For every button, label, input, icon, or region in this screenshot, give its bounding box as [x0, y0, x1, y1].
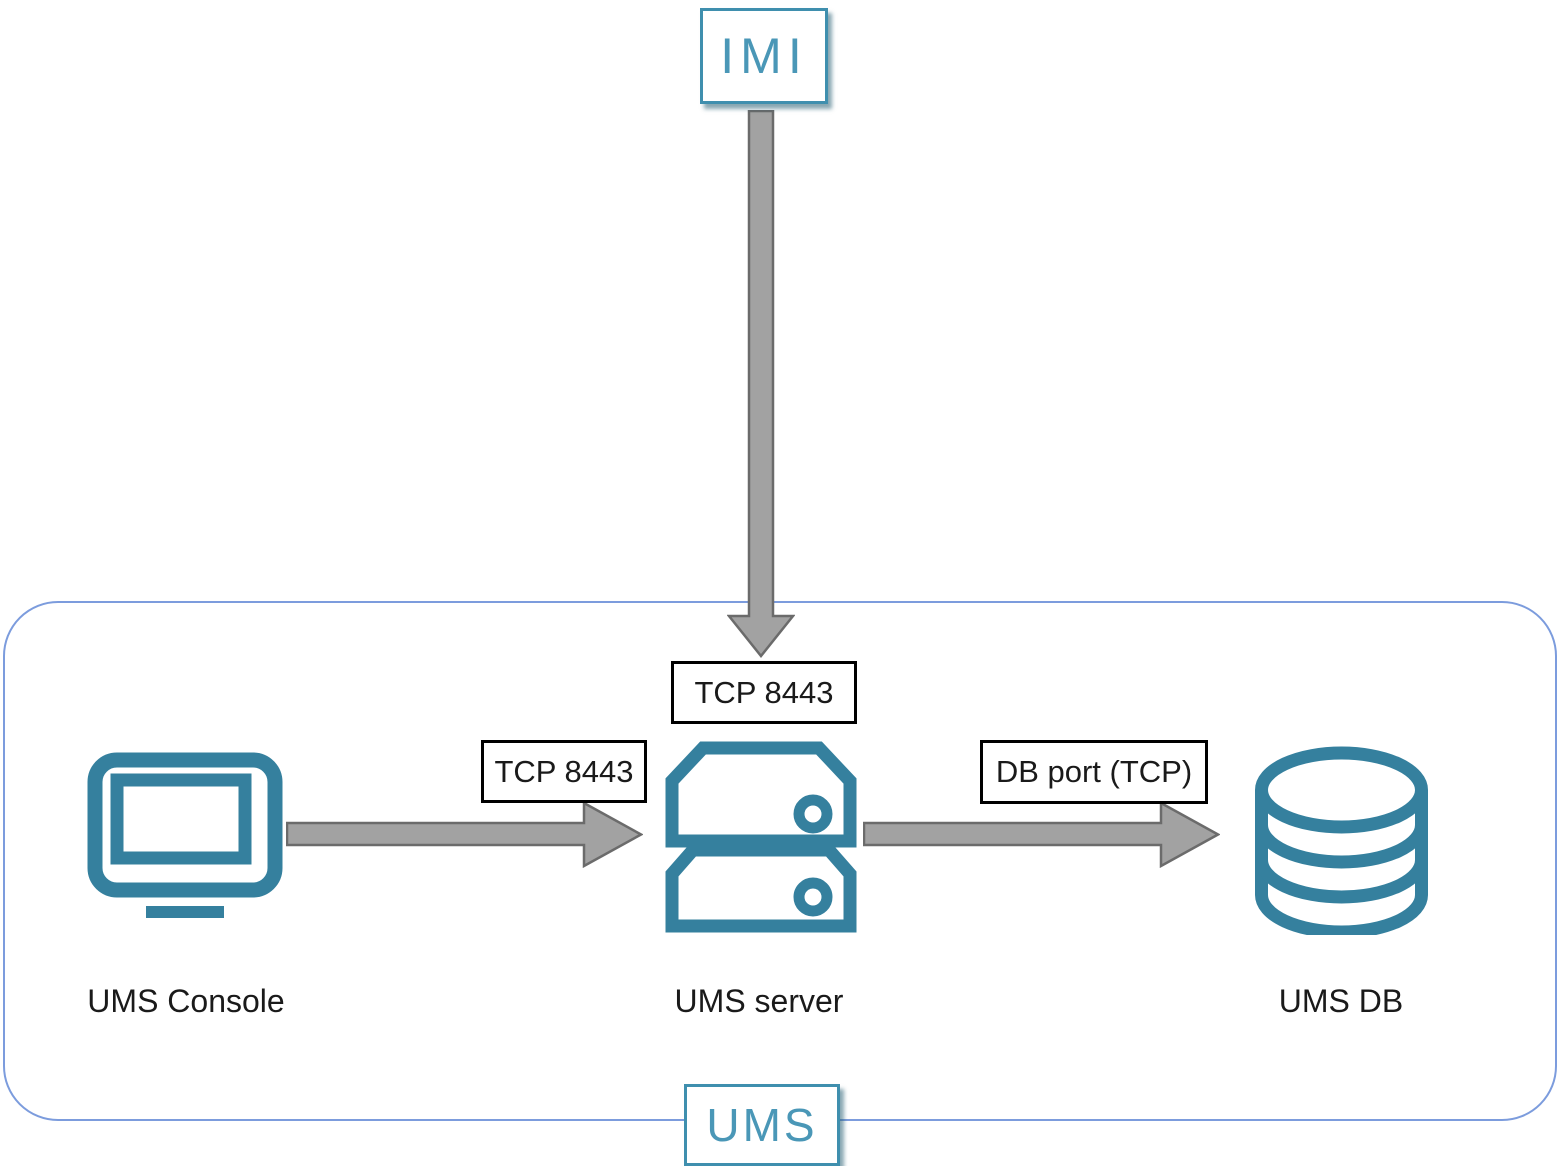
- server-stack-icon: [665, 740, 857, 933]
- imi-node: IMI: [700, 8, 828, 104]
- imi-label: IMI: [720, 28, 808, 84]
- port-label-text: TCP 8443: [494, 753, 634, 789]
- port-label-text: DB port (TCP): [995, 754, 1193, 789]
- db-caption: UMS DB: [1278, 983, 1404, 1019]
- port-label-console-to-server: TCP 8443: [481, 740, 647, 803]
- arrow-console-to-server: [286, 801, 643, 868]
- port-label-server-to-db: DB port (TCP): [980, 740, 1208, 804]
- ums-group-node: UMS: [684, 1084, 840, 1166]
- monitor-icon: [87, 752, 283, 918]
- arrow-imi-to-server: [727, 110, 795, 658]
- ums-group-label: UMS: [706, 1099, 818, 1151]
- console-caption: UMS Console: [87, 983, 285, 1019]
- server-caption: UMS server: [674, 983, 844, 1019]
- database-cylinder-icon: [1248, 745, 1435, 935]
- arrow-server-to-db: [863, 801, 1220, 868]
- port-label-text: TCP 8443: [694, 674, 834, 710]
- port-label-imi-to-server: TCP 8443: [671, 661, 857, 724]
